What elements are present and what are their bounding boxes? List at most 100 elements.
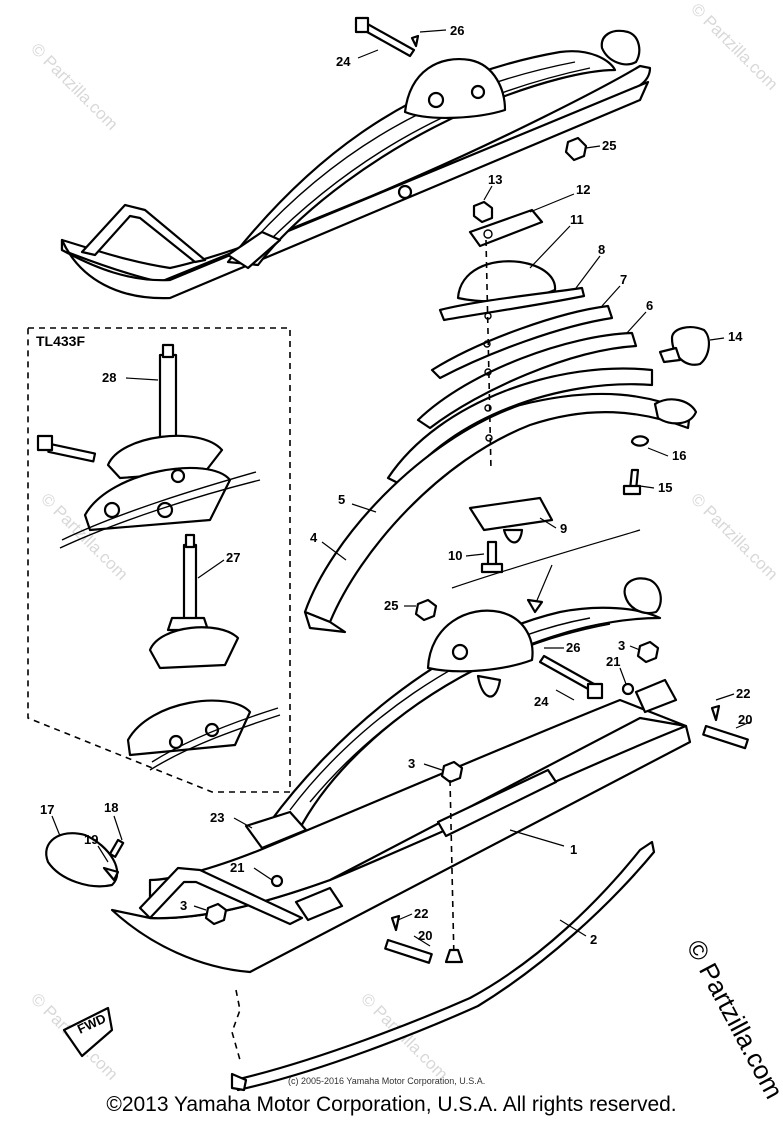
inset-upper-leaf (61, 471, 257, 541)
upper-rear-bracket (226, 230, 282, 270)
callout-26: 26 (566, 640, 580, 655)
leaf-hole (483, 340, 491, 348)
spindle-27-top (184, 533, 196, 549)
leader-25-top (585, 145, 601, 149)
callout-20: 20 (738, 712, 752, 727)
watermark-text: © Partzilla.com (687, 489, 781, 583)
leader-8 (575, 255, 601, 289)
callout-numbers: 26 24 25 13 12 11 8 7 6 14 16 15 9 10 5 … (40, 23, 752, 947)
plate-hole (483, 229, 493, 239)
leader-22-top (715, 693, 735, 701)
tie-rod (233, 840, 656, 1092)
leader-10 (465, 553, 485, 557)
fwd-direction-badge (62, 1006, 114, 1058)
lower-ski-rib (436, 768, 558, 838)
leader-23 (233, 817, 253, 829)
leaf-4-rear-eye (653, 398, 698, 425)
callout-24: 24 (534, 694, 549, 709)
leaf-6 (416, 331, 638, 430)
leader-11 (529, 225, 571, 269)
leaf-5 (386, 367, 654, 487)
inset-saddle-bolt (156, 501, 174, 519)
callout-23: 23 (210, 810, 224, 825)
callout-26: 26 (450, 23, 464, 38)
leader-13 (483, 185, 493, 201)
callout-25: 25 (384, 598, 398, 613)
leader-6 (625, 311, 647, 335)
lower-ski-handle (138, 866, 304, 926)
inset-lower-housing (148, 626, 240, 670)
fine-print: (c) 2005-2016 Yamaha Motor Corporation, … (288, 1076, 485, 1086)
leaf-hole (485, 434, 493, 442)
clip-bolt-head (480, 562, 504, 574)
upper-housing-bolt-head (470, 84, 486, 100)
bracket-23 (244, 810, 308, 850)
bumper-bracket (658, 346, 682, 364)
upper-cotter-pin (410, 34, 420, 48)
lower-upper-bolt (538, 654, 596, 692)
callout-21: 21 (230, 860, 244, 875)
leader-15 (639, 485, 655, 489)
spindle-28-shaft (158, 353, 178, 447)
callout-14: 14 (728, 329, 743, 344)
washer (630, 435, 650, 447)
leader-24-mid (555, 689, 575, 701)
lower-ski-bumper (623, 577, 662, 615)
upper-nut (564, 136, 588, 162)
callout-6: 6 (646, 298, 653, 313)
callout-3: 3 (618, 638, 625, 653)
leader-26-top (419, 29, 447, 33)
callout-19: 19 (84, 832, 98, 847)
callout-18: 18 (104, 800, 118, 815)
lower-nut-25 (414, 598, 438, 622)
lower-ski-assembly: FWD (45, 577, 749, 1092)
callout-25: 25 (602, 138, 616, 153)
callout-7: 7 (620, 272, 627, 287)
alignment-line (485, 239, 492, 471)
lower-center-nut (440, 760, 464, 784)
upper-leaf-spring-layer (264, 67, 591, 246)
upper-housing-bolt-head (427, 91, 445, 109)
lower-rear-washer (621, 682, 635, 696)
callout-28: 28 (102, 370, 116, 385)
exploded-parts (303, 200, 710, 634)
upper-ski-curl (60, 80, 650, 300)
leader-2 (559, 919, 587, 937)
leader-17 (51, 815, 61, 837)
callout-10: 10 (448, 548, 462, 563)
bolt-rear-head (622, 484, 642, 496)
spring-pin (108, 838, 125, 858)
spring-clip (468, 496, 554, 532)
leader-16 (647, 447, 669, 457)
tie-rod-end (230, 1072, 248, 1092)
inset-bolt-shaft (47, 442, 97, 463)
pivot-pin-front (384, 938, 433, 964)
inset-label: TL433F (36, 333, 85, 349)
leader-24-top (357, 49, 379, 59)
corner-watermark: © Partzilla.com (681, 935, 783, 1104)
spindle-28-top (161, 343, 175, 359)
cotter-pin-rear (710, 704, 721, 722)
callout-9: 9 (560, 521, 567, 536)
pivot-pin-rear (702, 724, 749, 750)
inset-border (27, 327, 291, 793)
upper-spindle-housing (403, 58, 507, 119)
leader-20-low (413, 935, 431, 947)
upper-ski-assembly (60, 16, 652, 300)
inset-upper-leaf (59, 479, 261, 549)
ski-mount-pin (444, 948, 464, 964)
leaf-center-holes (483, 239, 493, 471)
inset-tl433f: TL433F (27, 327, 291, 793)
inset-lower-saddle (126, 699, 252, 757)
watermark-text: © Partzilla.com (687, 0, 781, 94)
lower-leaf-layer (289, 617, 591, 811)
callout-17: 17 (40, 802, 54, 817)
callout-21: 21 (606, 654, 620, 669)
leader-7 (601, 285, 621, 307)
lower-housing-bolt-head (451, 643, 469, 661)
assembly-arrow-arc (451, 529, 641, 589)
plate (468, 208, 544, 248)
tie-rod-guide (231, 989, 241, 1061)
leader-1 (509, 829, 565, 847)
